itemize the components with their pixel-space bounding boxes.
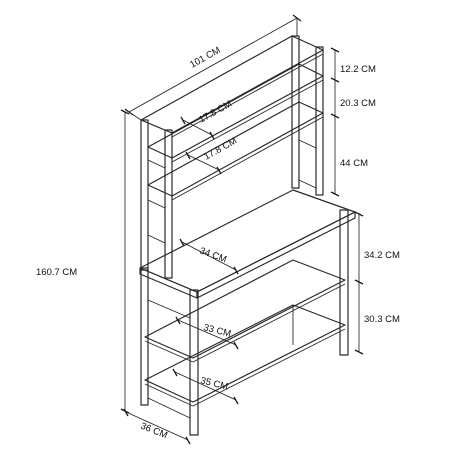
- label-total-height: 160.7 CM: [36, 267, 77, 278]
- base-middle-shelf: [144, 259, 346, 359]
- label-upper-shelf-depth: 17.8 CM: [197, 99, 234, 126]
- label-total-width: 101 CM: [188, 45, 223, 71]
- label-top-shelf-gap: 12.2 CM: [340, 64, 376, 75]
- hutch-top-shelf: [140, 35, 324, 134]
- label-desk-depth: 34 CM: [198, 245, 228, 265]
- label-bottom-shelf-gap: 30.3 CM: [364, 314, 400, 325]
- hutch-right-front-post: [315, 46, 324, 196]
- hutch-left-back-post: [140, 119, 149, 271]
- label-middle-shelf-depth: 17.8 CM: [202, 136, 239, 163]
- dimension-lines: [120, 14, 364, 445]
- hutch-second-shelf: [147, 63, 324, 159]
- hutch-left-front-post: [164, 129, 173, 279]
- hutch-right-back-post: [291, 35, 300, 189]
- base-bottom-shelf: [144, 304, 346, 403]
- label-hutch-lower-gap: 44 CM: [340, 158, 368, 169]
- label-second-shelf-gap: 20.3 CM: [340, 98, 376, 109]
- hutch-frame: [140, 35, 324, 279]
- base-left-front-post: [189, 289, 199, 436]
- label-desk-to-shelf-gap: 34.2 CM: [364, 250, 400, 261]
- hutch-third-shelf: [147, 101, 324, 197]
- base-frame: [139, 189, 356, 436]
- base-left-back-post: [140, 267, 149, 406]
- label-base-depth: 36 CM: [139, 421, 169, 442]
